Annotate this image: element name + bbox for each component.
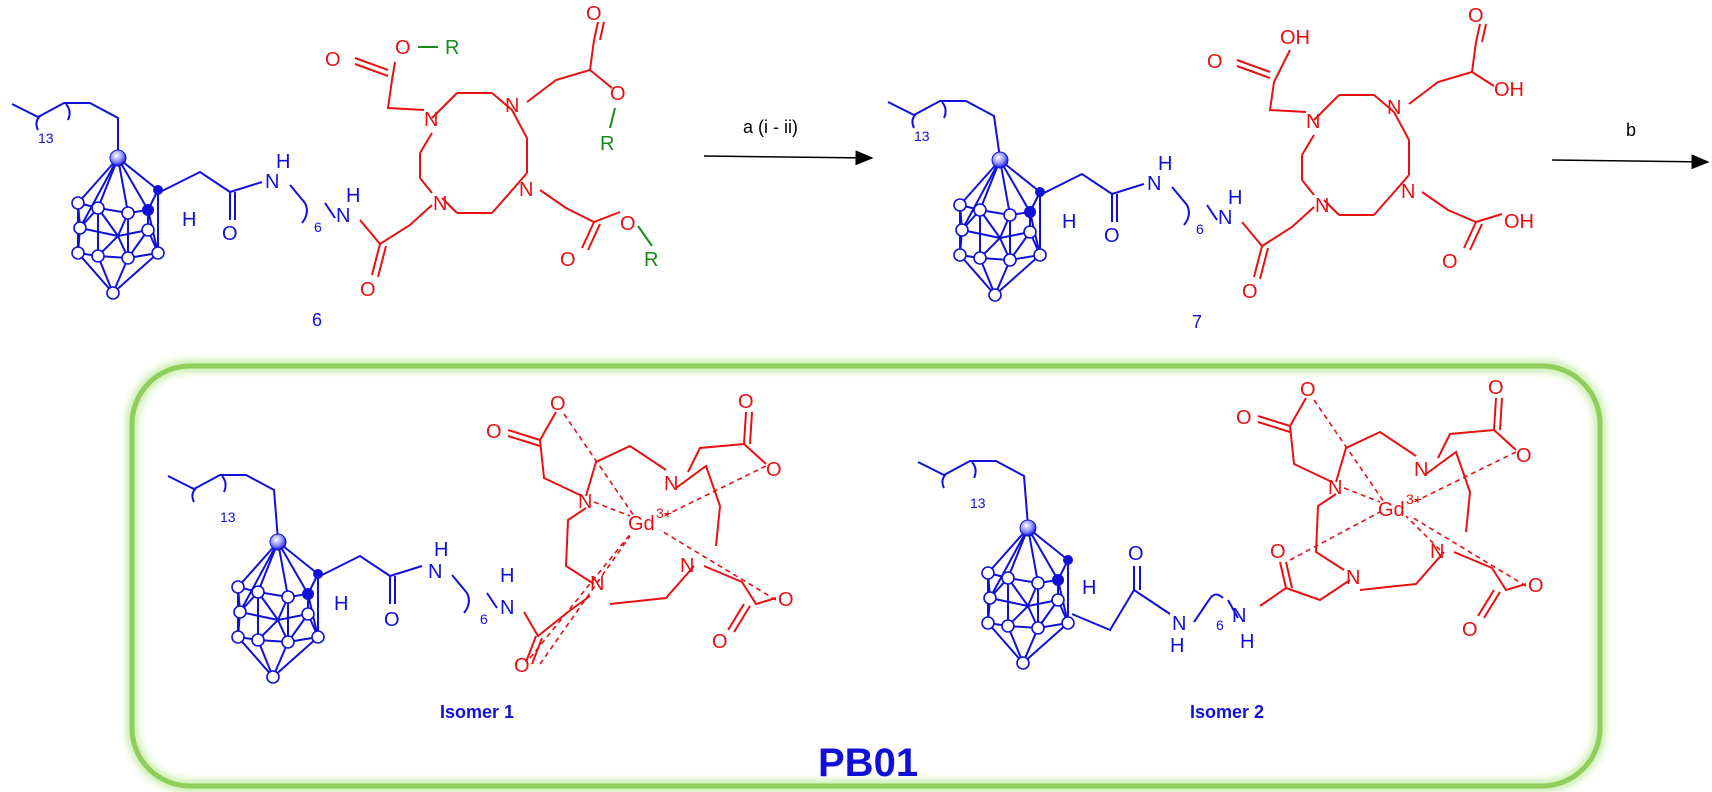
svg-text:N: N — [500, 597, 514, 619]
svg-text:N: N — [1306, 111, 1320, 133]
svg-text:H: H — [434, 539, 448, 561]
reaction-arrow-b: b — [1551, 120, 1710, 170]
svg-text:O: O — [360, 279, 376, 301]
svg-text:O: O — [514, 655, 530, 677]
chain-subscript: 13 — [38, 130, 54, 146]
svg-text:O: O — [1462, 619, 1478, 641]
svg-text:O: O — [610, 83, 626, 105]
svg-text:H: H — [334, 593, 348, 615]
svg-text:N: N — [1414, 459, 1428, 481]
svg-text:O: O — [1516, 445, 1532, 467]
gd-center: Gd — [628, 513, 655, 535]
svg-text:6: 6 — [1196, 221, 1204, 237]
svg-text:6: 6 — [1216, 617, 1224, 633]
isomer-label: Isomer 1 — [440, 702, 514, 722]
svg-text:O: O — [1442, 251, 1458, 273]
svg-text:13: 13 — [914, 128, 930, 144]
svg-text:O: O — [486, 421, 502, 443]
svg-text:O: O — [586, 3, 602, 25]
acid-oh: OH — [1280, 27, 1310, 49]
amide-nh: N — [265, 171, 279, 193]
svg-text:N: N — [1346, 567, 1360, 589]
cage-hydrogen: H — [182, 209, 196, 231]
svg-text:3+: 3+ — [1406, 491, 1422, 507]
svg-text:N: N — [336, 205, 350, 227]
svg-text:O: O — [778, 589, 794, 611]
compound-number: 6 — [312, 310, 322, 330]
isomer-2: 13 H O N H 6 N H O N N N N Gd 3+ O O O O — [917, 377, 1544, 722]
svg-text:H: H — [276, 151, 290, 173]
svg-text:N: N — [1315, 195, 1329, 217]
svg-text:O: O — [384, 609, 400, 631]
svg-text:R: R — [600, 133, 614, 155]
svg-text:O: O — [1104, 225, 1120, 247]
compound-number: 7 — [1192, 312, 1202, 332]
svg-text:N: N — [1147, 173, 1161, 195]
compound-6: 13 O H N H 6 N H O N N N N O O R O O R — [11, 3, 658, 330]
svg-text:6: 6 — [480, 611, 488, 627]
svg-text:N: N — [590, 573, 604, 595]
svg-text:O: O — [1488, 377, 1504, 399]
svg-text:O: O — [620, 213, 636, 235]
step-b-label: b — [1626, 120, 1636, 140]
svg-text:O: O — [766, 459, 782, 481]
svg-text:N: N — [519, 179, 533, 201]
svg-text:N: N — [1401, 181, 1415, 203]
svg-text:H: H — [1228, 187, 1242, 209]
svg-text:O: O — [1300, 379, 1316, 401]
svg-text:O: O — [560, 249, 576, 271]
svg-text:O: O — [1468, 5, 1484, 27]
svg-text:O: O — [1236, 407, 1252, 429]
svg-text:O: O — [1128, 543, 1144, 565]
svg-text:N: N — [680, 555, 694, 577]
reaction-arrow-a: a (i - ii) — [703, 117, 874, 166]
svg-text:O: O — [325, 49, 341, 71]
svg-text:O: O — [395, 37, 411, 59]
compound-7: 13 O H N H 6 N H O N N N N O OH O OH O O… — [887, 5, 1534, 332]
svg-text:N: N — [424, 109, 438, 131]
svg-text:N: N — [1430, 541, 1444, 563]
r-group: R — [445, 37, 459, 59]
svg-text:O: O — [550, 393, 566, 415]
svg-text:N: N — [1218, 207, 1232, 229]
linker-subscript: 6 — [314, 219, 322, 235]
amide-oxygen: O — [222, 223, 238, 245]
svg-text:13: 13 — [220, 509, 236, 525]
svg-text:O: O — [1528, 575, 1544, 597]
svg-text:H: H — [346, 185, 360, 207]
svg-text:H: H — [500, 565, 514, 587]
svg-text:H: H — [1062, 211, 1076, 233]
isomer-label: Isomer 2 — [1190, 702, 1264, 722]
svg-text:R: R — [644, 249, 658, 271]
svg-text:13: 13 — [970, 495, 986, 511]
svg-text:N: N — [664, 473, 678, 495]
svg-text:H: H — [1158, 153, 1172, 175]
svg-text:N: N — [505, 95, 519, 117]
svg-text:Gd: Gd — [1378, 499, 1405, 521]
svg-text:OH: OH — [1504, 211, 1534, 233]
svg-text:N: N — [428, 561, 442, 583]
svg-text:O: O — [738, 391, 754, 413]
svg-text:O: O — [1207, 51, 1223, 73]
svg-text:O: O — [1270, 541, 1286, 563]
svg-text:H: H — [1240, 631, 1254, 653]
isomer-1: 13 O H N H 6 N H O N N N N Gd 3+ O O — [167, 391, 794, 722]
svg-text:O: O — [1242, 281, 1258, 303]
product-name: PB01 — [818, 741, 918, 785]
gd-charge: 3+ — [656, 505, 672, 521]
product-frame — [126, 360, 1606, 792]
svg-text:O: O — [712, 631, 728, 653]
svg-text:N: N — [1387, 97, 1401, 119]
svg-text:H: H — [1170, 635, 1184, 657]
step-a-label: a (i - ii) — [743, 117, 798, 137]
svg-text:N: N — [1232, 605, 1246, 627]
svg-text:N: N — [1172, 613, 1186, 635]
svg-text:OH: OH — [1494, 79, 1524, 101]
svg-text:N: N — [433, 193, 447, 215]
svg-text:H: H — [1082, 577, 1096, 599]
